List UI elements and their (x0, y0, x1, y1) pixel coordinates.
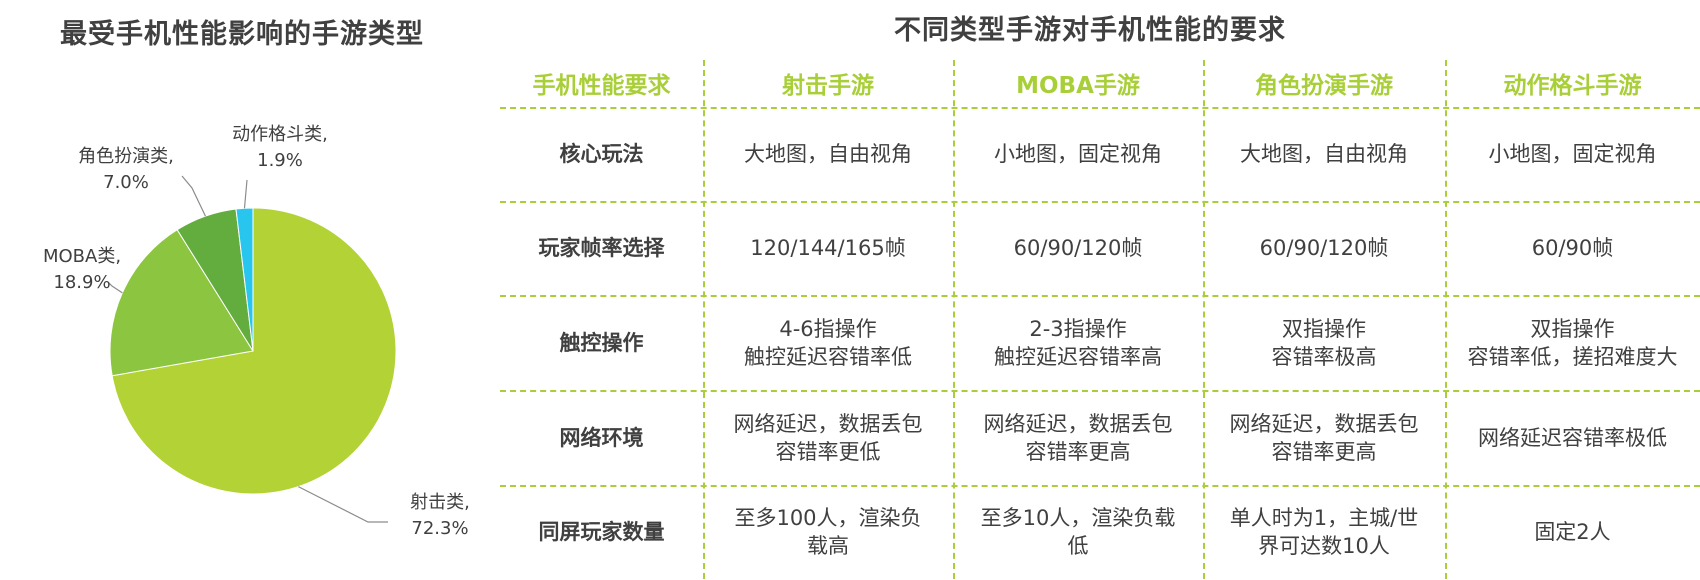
table-title: 不同类型手游对手机性能的要求 (894, 15, 1286, 46)
table-header-cell: 射击手游 (782, 73, 874, 99)
leader-shooting (298, 486, 388, 523)
table-cell: 双指操作 容错率极高 (1271, 316, 1377, 369)
table-cell: 双指操作 容错率低，搓招难度大 (1467, 316, 1678, 369)
table-cell: 大地图，自由视角 (1240, 142, 1408, 166)
table-cell: 大地图，自由视角 (744, 142, 912, 166)
table-row-label: 玩家帧率选择 (538, 236, 665, 260)
label-shooting-value: 72.3% (411, 518, 468, 539)
label-rpg-name: 角色扮演类, (78, 146, 174, 167)
table-cell: 网络延迟，数据丢包 容错率更高 (1229, 411, 1419, 464)
table-cell: 固定2人 (1534, 520, 1611, 544)
table-cell: 网络延迟容错率极低 (1478, 425, 1667, 450)
leader-moba (107, 281, 123, 294)
table-row-label: 触控操作 (559, 330, 644, 355)
table-cell: 单人时为1，主城/世 界可达数10人 (1229, 506, 1419, 558)
slice-moba (109, 229, 254, 377)
label-rpg-value: 7.0% (103, 172, 149, 193)
pie-chart-title: 最受手机性能影响的手游类型 (60, 19, 424, 50)
leader-rpg (181, 175, 206, 217)
label-moba-value: 18.9% (53, 272, 110, 293)
row-divider (500, 485, 1700, 487)
table-header-cell: 角色扮演手游 (1255, 73, 1393, 99)
table-row-label: 核心玩法 (559, 142, 644, 166)
row-divider (500, 390, 1700, 392)
table-cell: 至多10人，渲染负载 低 (980, 506, 1176, 558)
column-divider (1203, 60, 1205, 579)
table-cell: 60/90/120帧 (1259, 236, 1389, 260)
table-header-cell: 动作格斗手游 (1503, 73, 1642, 99)
row-divider (500, 201, 1700, 203)
table-cell: 120/144/165帧 (750, 236, 906, 260)
table-row-label: 网络环境 (559, 425, 644, 450)
table-header-cell: 手机性能要求 (532, 73, 671, 99)
label-shooting-name: 射击类, (410, 492, 470, 513)
column-divider (1445, 60, 1447, 579)
table-cell: 2-3指操作 触控延迟容错率高 (994, 316, 1162, 369)
column-divider (703, 60, 705, 579)
label-moba-name: MOBA类, (43, 246, 121, 267)
slice-fighting (235, 207, 254, 352)
table-cell: 小地图，固定视角 (1488, 142, 1657, 166)
table-cell: 4-6指操作 触控延迟容错率低 (744, 316, 912, 369)
pie-chart: 射击类, 72.3% MOBA类, 18.9% 角色扮演类, 7.0% 动作格斗类, 1.9% (43, 124, 470, 539)
column-divider (953, 60, 955, 579)
table-cell: 小地图，固定视角 (994, 142, 1162, 166)
table-header-cell: MOBA手游 (1016, 73, 1140, 99)
slice-shooting (111, 207, 397, 495)
table-row-label: 同屏玩家数量 (538, 520, 665, 544)
label-fighting-value: 1.9% (257, 150, 303, 171)
table-cell: 60/90帧 (1531, 236, 1614, 260)
table-cell: 网络延迟，数据丢包 容错率更低 (733, 411, 923, 464)
label-fighting-name: 动作格斗类, (232, 124, 328, 145)
row-divider (500, 107, 1700, 109)
table-cell: 至多100人，渲染负 载高 (734, 506, 922, 558)
leader-fighting (243, 179, 248, 209)
table-cell: 网络延迟，数据丢包 容错率更高 (983, 411, 1173, 464)
table-cell: 60/90/120帧 (1013, 236, 1143, 260)
row-divider (500, 295, 1700, 297)
